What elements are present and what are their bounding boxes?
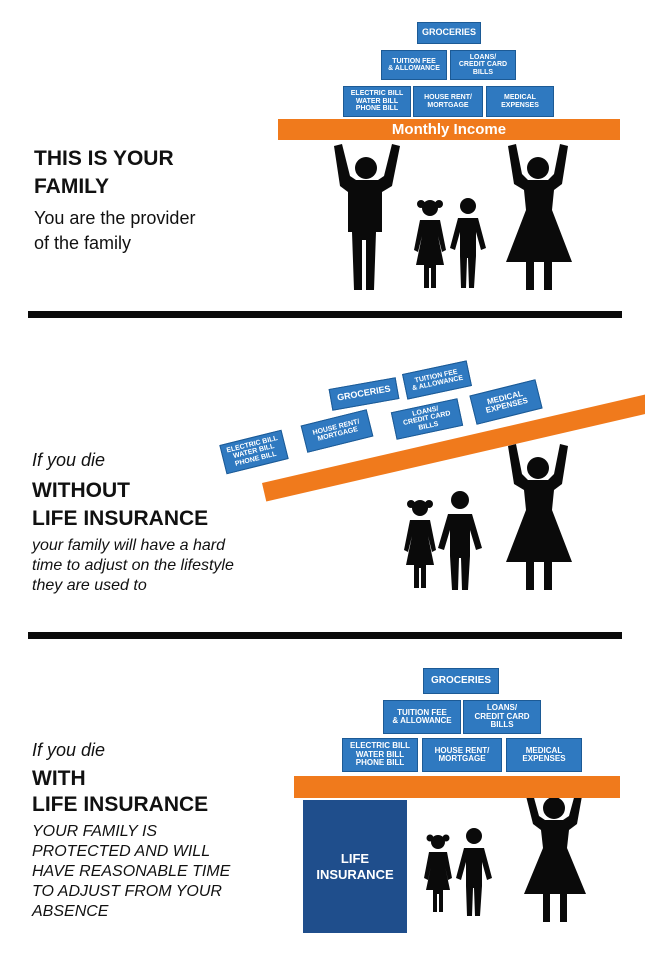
expense-bills: ELECTRIC BILL WATER BILL PHONE BILL (343, 86, 411, 117)
panel-provider: GROCERIES TUITION FEE & ALLOWANCE LOANS/… (0, 0, 645, 315)
boy-figure (450, 198, 486, 288)
expense-medical: MEDICAL EXPENSES (486, 86, 554, 117)
expense-bills: ELECTRIC BILL WATER BILL PHONE BILL (219, 429, 289, 475)
line-if-you-die: If you die (32, 450, 106, 470)
body-line3: they are used to (32, 577, 147, 594)
family-figures-remaining (404, 444, 572, 590)
heading-line2: FAMILY (34, 175, 110, 198)
family-figures-protected (424, 798, 586, 922)
section-divider-2 (28, 632, 622, 639)
girl-figure (414, 200, 446, 288)
expense-groceries: GROCERIES (328, 377, 400, 411)
line-life-insurance: LIFE INSURANCE (32, 507, 209, 530)
body-line3: HAVE REASONABLE TIME (32, 863, 231, 880)
expense-groceries: GROCERIES (423, 668, 499, 694)
mother-figure (506, 144, 572, 290)
body-line1: your family will have a hard (32, 537, 225, 554)
expense-loans: LOANS/ CREDIT CARD BILLS (450, 50, 516, 80)
expense-loans: LOANS/ CREDIT CARD BILLS (390, 398, 464, 440)
expense-loans: LOANS/ CREDIT CARD BILLS (463, 700, 541, 734)
monthly-income-label: Monthly Income (391, 121, 507, 138)
expense-rent: HOUSE RENT/ MORTGAGE (413, 86, 483, 117)
girl-figure (404, 500, 436, 588)
mother-figure (524, 798, 586, 922)
body-line5: ABSENCE (32, 903, 109, 920)
section-divider-1 (28, 311, 622, 318)
father-figure (334, 144, 400, 290)
line-without: WITHOUT (32, 479, 130, 502)
girl-figure (424, 834, 452, 912)
boy-figure (438, 491, 482, 590)
expense-tuition: TUITION FEE & ALLOWANCE (402, 360, 472, 400)
mother-figure (506, 444, 572, 590)
line-life-insurance: LIFE INSURANCE (32, 793, 209, 816)
income-bar (294, 776, 620, 798)
body-line1: You are the provider (34, 208, 196, 228)
body-line4: TO ADJUST FROM YOUR (32, 883, 222, 900)
expense-rent: HOUSE RENT/ MORTGAGE (300, 409, 374, 453)
panel-with-insurance: GROCERIES TUITION FEE & ALLOWANCE LOANS/… (0, 640, 645, 960)
line-with: WITH (32, 767, 86, 790)
heading-line1: THIS IS YOUR (34, 147, 174, 170)
expense-tuition: TUITION FEE & ALLOWANCE (383, 700, 461, 734)
life-insurance-block: LIFE INSURANCE (303, 800, 407, 933)
expense-rent: HOUSE RENT/ MORTGAGE (422, 738, 502, 772)
expense-groceries: GROCERIES (417, 22, 481, 44)
expense-medical: MEDICAL EXPENSES (469, 379, 543, 425)
line-if-you-die: If you die (32, 740, 106, 760)
expense-tuition: TUITION FEE & ALLOWANCE (381, 50, 447, 80)
family-figures (334, 144, 572, 290)
panel-without-insurance: ELECTRIC BILL WATER BILL PHONE BILL HOUS… (0, 325, 645, 630)
monthly-income-bar (278, 119, 620, 140)
expense-medical: MEDICAL EXPENSES (506, 738, 582, 772)
body-line2: PROTECTED AND WILL (32, 843, 211, 860)
boy-figure (456, 828, 492, 916)
body-line2: time to adjust on the lifestyle (32, 557, 234, 574)
body-line1: YOUR FAMILY IS (32, 823, 158, 840)
expense-bills: ELECTRIC BILL WATER BILL PHONE BILL (342, 738, 418, 772)
body-line2: of the family (34, 233, 132, 253)
